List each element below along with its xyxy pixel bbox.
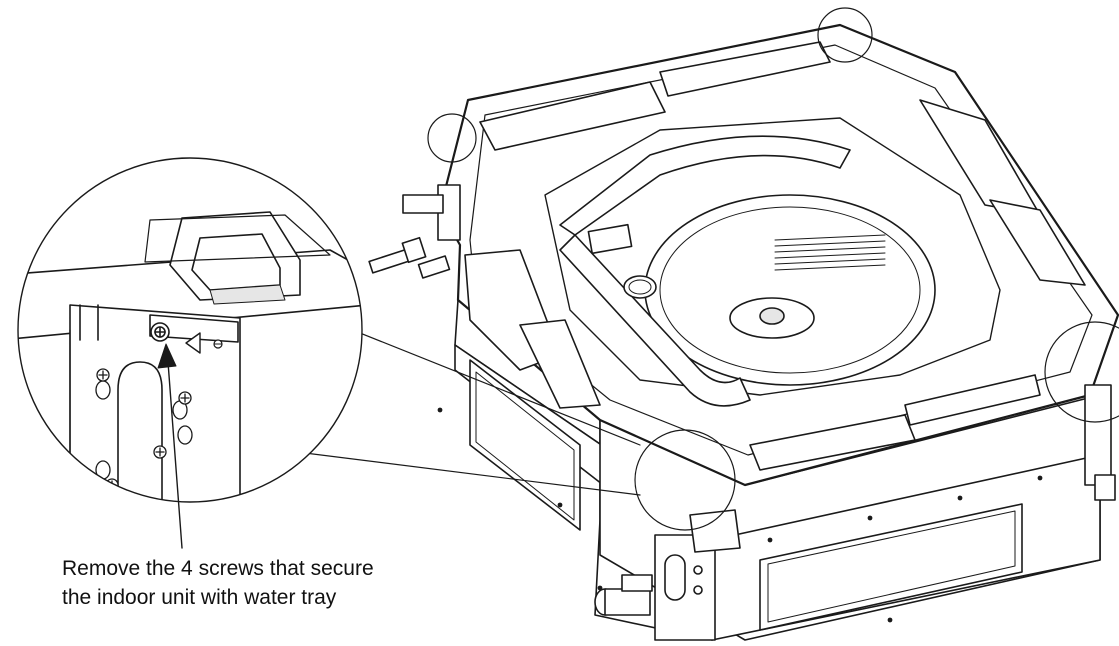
callout-top-left bbox=[427, 113, 477, 163]
drain-cap-inner bbox=[628, 279, 652, 295]
control-box bbox=[587, 223, 633, 255]
blower-opening bbox=[544, 117, 1001, 396]
zoomed-detail bbox=[17, 157, 363, 503]
front-grille-inner bbox=[767, 510, 1016, 623]
zoom-frame-panel bbox=[144, 214, 331, 263]
screw-icon bbox=[150, 322, 170, 342]
screw-callouts bbox=[427, 7, 1119, 531]
callout-right bbox=[1044, 321, 1119, 423]
drain-pipe bbox=[594, 574, 653, 616]
zoomed-bracket-view bbox=[18, 211, 362, 502]
right-hanger-bracket bbox=[1084, 384, 1116, 501]
instruction-line-1: Remove the 4 screws that secure bbox=[62, 557, 374, 580]
left-grille-panel bbox=[469, 359, 581, 531]
zoom-bracket-flange bbox=[149, 314, 239, 343]
arrow-icon bbox=[157, 343, 183, 549]
callout-top-right bbox=[817, 7, 873, 63]
heat-exchanger-fins bbox=[774, 234, 886, 271]
zoom-bolt-holes bbox=[95, 380, 193, 480]
triangle-marker-icon bbox=[185, 332, 201, 354]
instruction-line-2: the indoor unit with water tray bbox=[62, 586, 337, 609]
refrigerant-pipes bbox=[368, 184, 461, 279]
frame-slots bbox=[464, 41, 1086, 471]
instruction-caption: Remove the 4 screws that secure the indo… bbox=[62, 554, 482, 612]
zoom-circle-border bbox=[17, 157, 363, 503]
zoom-bracket-slot bbox=[117, 361, 163, 502]
front-grille-panel bbox=[759, 503, 1023, 631]
front-hanger-bracket bbox=[654, 509, 741, 641]
cassette-unit bbox=[368, 23, 1119, 641]
left-grille-inner bbox=[475, 371, 575, 521]
fan-bowl-rim bbox=[659, 206, 921, 374]
drain-pan-ridge bbox=[559, 135, 851, 236]
drain-pan-ridge-left bbox=[559, 234, 751, 407]
fan-hub-center bbox=[759, 307, 785, 325]
callout-front bbox=[634, 429, 736, 531]
zoom-raised-boss-top bbox=[191, 233, 281, 291]
zoom-raised-boss-face bbox=[209, 284, 286, 305]
